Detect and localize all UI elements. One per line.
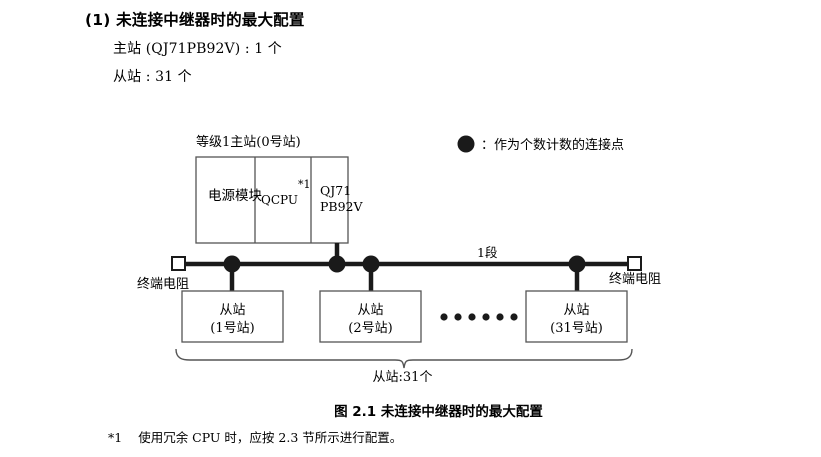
heading-number: (1) (85, 11, 111, 29)
footnote: *1 使用冗余 CPU 时，应按 2.3 节所示进行配置。 (108, 427, 402, 446)
footnote-text: 使用冗余 CPU 时，应按 2.3 节所示进行配置。 (138, 430, 403, 445)
heading-line-master: 主站 (QJ71PB92V) : 1 个 (113, 41, 282, 57)
terminating-resistor-left (171, 256, 186, 271)
qcpu-label: QCPU (261, 193, 298, 207)
power-module-label: 电源模块 (208, 188, 262, 204)
slave-station-box-2 (319, 290, 422, 343)
slave-group-brace (175, 348, 633, 369)
slave-station-2-title: 从站 (357, 303, 384, 318)
segment-count-label: 1段 (477, 245, 498, 260)
master-station-label: 等级1主站(0号站) (196, 135, 301, 150)
slave-station-2-number: (2号站) (348, 321, 393, 336)
slave-station-box-1 (181, 290, 284, 343)
slave-station-31-number: (31号站) (550, 321, 603, 336)
connection-point-dot (362, 255, 380, 273)
slave-station-1-title: 从站 (219, 303, 246, 318)
legend-label: ：作为个数计数的连接点 (481, 138, 625, 153)
qcpu-footnote-marker: *1 (298, 178, 311, 191)
terminating-resistor-right-label: 终端电阻 (609, 272, 662, 287)
figure-caption: 图 2.1 未连接中继器时的最大配置 (0, 400, 821, 420)
slave-station-box-31 (525, 290, 628, 343)
connection-point-dot (328, 255, 346, 273)
slave-station-31-title: 从站 (563, 303, 590, 318)
legend-marker-dot (457, 135, 475, 153)
slave-station-1-number: (1号站) (210, 321, 255, 336)
connection-point-dot (223, 255, 241, 273)
terminating-resistor-left-label: 终端电阻 (137, 277, 190, 292)
master-rack (195, 156, 349, 244)
heading-block: (1) 未连接中继器时的最大配置 主站 (QJ71PB92V) : 1 个 从站… (85, 8, 305, 86)
network-module-label-line2: PB92V (320, 199, 363, 214)
page-title: (1) 未连接中继器时的最大配置 (85, 8, 305, 30)
heading-title-text: 未连接中继器时的最大配置 (116, 11, 305, 29)
heading-line-slave: 从站 : 31 个 (113, 69, 192, 85)
connection-point-dot (568, 255, 586, 273)
slave-group-caption-text: 从站:31个 (372, 370, 433, 385)
figure-caption-text: 图 2.1 未连接中继器时的最大配置 (334, 404, 543, 420)
network-module-label-line1: QJ71 (320, 183, 352, 198)
ellipsis-dots (440, 313, 518, 321)
footnote-marker: *1 (108, 430, 123, 445)
slave-group-caption: 从站:31个 (0, 370, 821, 386)
terminating-resistor-right (627, 256, 642, 271)
